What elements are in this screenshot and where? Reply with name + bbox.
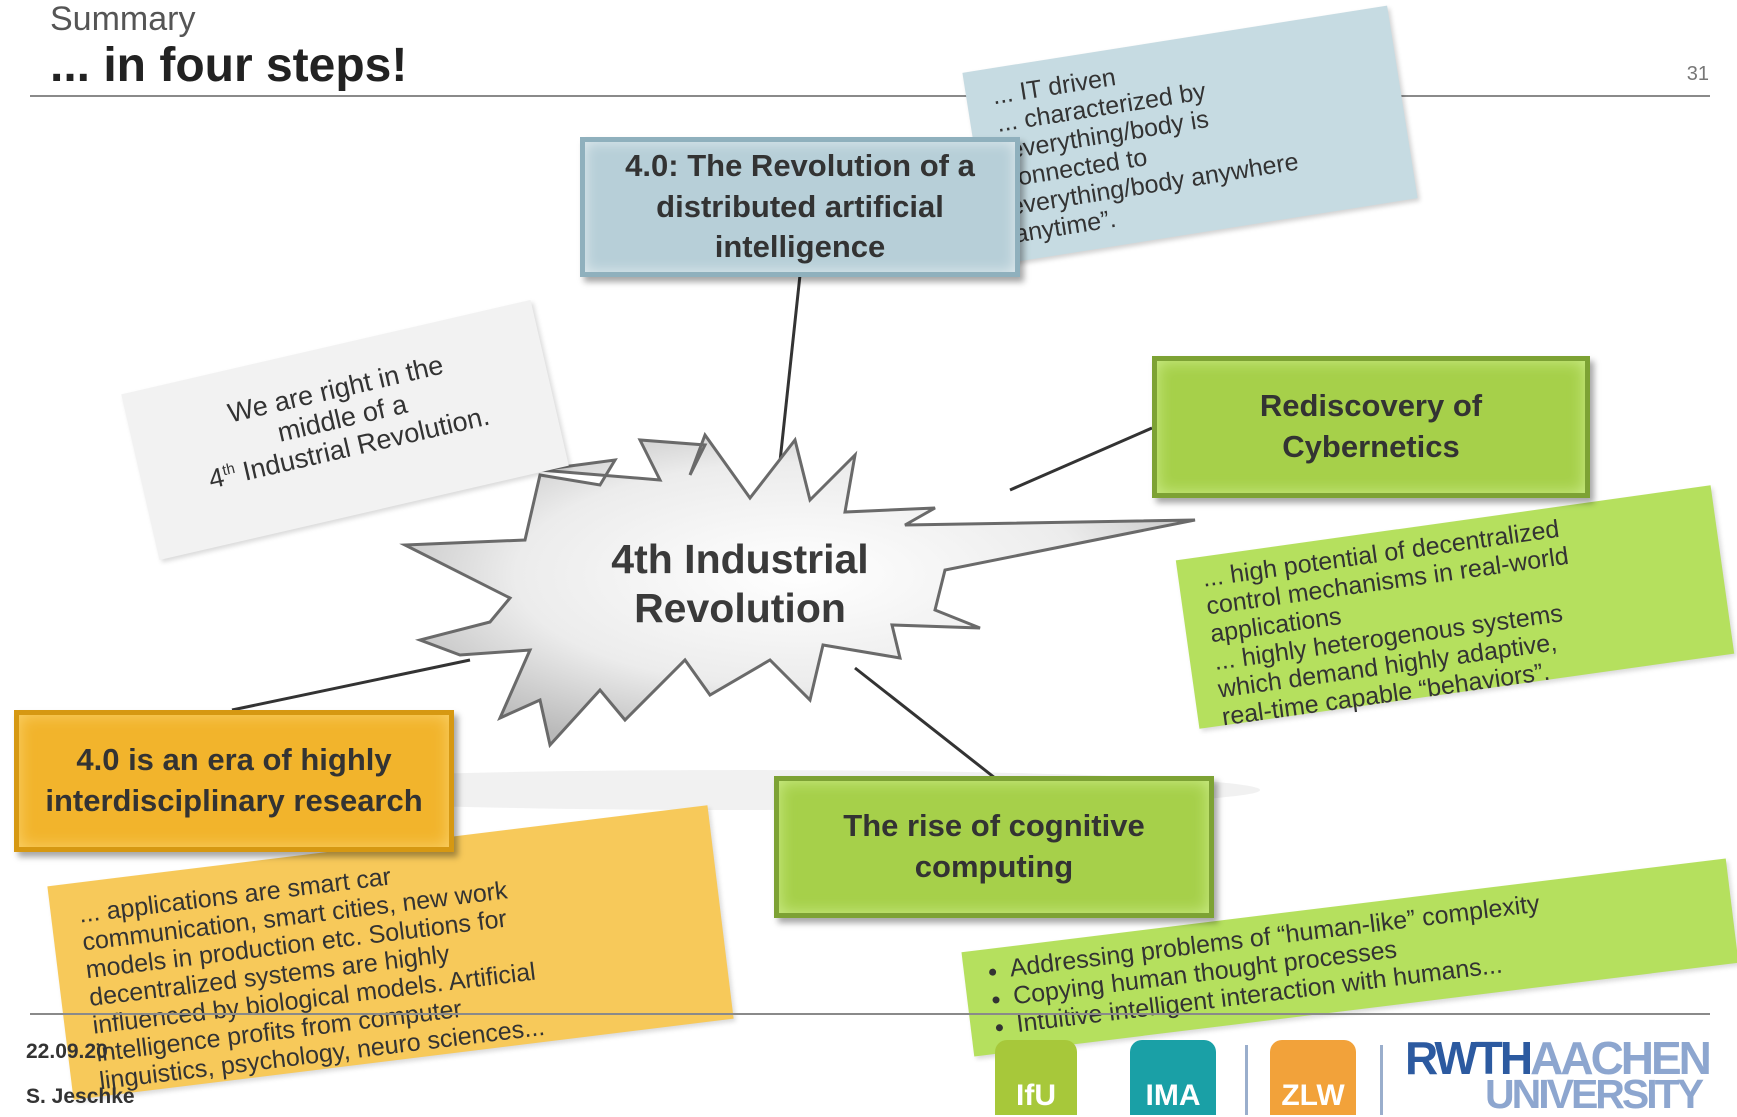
section-label: Summary: [50, 0, 196, 38]
university-logo-text: UNIVERSITY: [1485, 1071, 1704, 1117]
footer-date: 22.09.20: [26, 1040, 108, 1063]
zlw-logo: ZLW: [1270, 1040, 1356, 1115]
starburst-shape: [399, 431, 1196, 749]
box-distributed-ai: 4.0: The Revolution of a distributed art…: [580, 137, 1020, 277]
starburst-label-line2: Revolution: [634, 585, 846, 632]
rwth-logo: RWTHAACHEN: [1405, 1032, 1712, 1084]
page-number: 31: [1686, 63, 1709, 85]
footer-divider: [30, 1013, 1710, 1015]
starburst-label-line1: 4th Industrial: [611, 536, 869, 582]
starburst-label: 4th Industrial Revolution: [560, 535, 920, 633]
connector-line-cognitive: [854, 666, 996, 780]
box-cybernetics: Rediscovery of Cybernetics: [1152, 356, 1590, 498]
slide-title: ... in four steps!: [50, 39, 408, 92]
connector-line-era: [231, 658, 471, 712]
ima-logo: IMA: [1130, 1040, 1216, 1115]
footer-author: S. Jeschke: [26, 1085, 135, 1108]
ifu-logo: IfU: [995, 1040, 1077, 1115]
connector-line-cybernetics: [1009, 426, 1153, 492]
box-cognitive-computing: The rise of cognitive computing: [774, 776, 1214, 918]
logo-separator: [1245, 1045, 1248, 1115]
connector-line-top: [776, 274, 802, 481]
box-interdisciplinary-research: 4.0 is an era of highly interdisciplinar…: [14, 710, 454, 852]
rwth-logo-light: AACHEN: [1530, 1032, 1712, 1084]
rwth-logo-dark: RWTH: [1405, 1032, 1533, 1084]
logo-separator: [1380, 1045, 1383, 1115]
header-divider: [30, 95, 1710, 97]
